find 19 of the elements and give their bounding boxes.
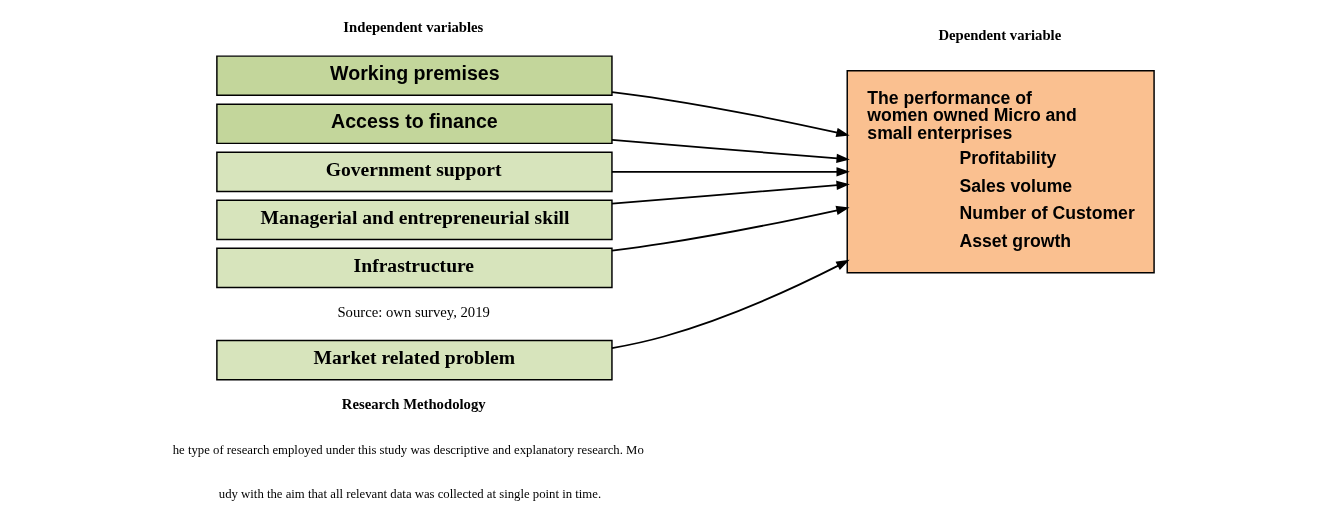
label: Independent variables xyxy=(343,19,484,36)
node-box: Market related problem xyxy=(216,339,613,381)
arrow xyxy=(611,205,850,252)
node-box: Government support xyxy=(216,151,613,193)
node-box: Managerial and entrepreneurial skill xyxy=(216,199,613,241)
node-box: Access to finance xyxy=(216,103,613,145)
node-box: Infrastructure xyxy=(216,247,613,289)
label: he type of research employed under this study was descriptive and explanatory research. Mo xyxy=(172,442,644,457)
label: udy with the aim that all relevant data was collected at single point in time. xyxy=(218,486,602,501)
node-box: The performance of women owned Micro and small enterprises Profitability Sales volume Number of Customer Asset growth xyxy=(846,70,1155,274)
arrow xyxy=(611,139,850,164)
label: Dependent variable xyxy=(938,26,1062,43)
arrow xyxy=(611,91,850,138)
label: Research Methodology xyxy=(341,395,486,412)
node-box: Working premises xyxy=(216,55,613,97)
arrow xyxy=(611,167,850,177)
arrow xyxy=(611,180,850,205)
label: Source: own survey, 2019 xyxy=(337,304,490,321)
arrow xyxy=(611,259,850,349)
